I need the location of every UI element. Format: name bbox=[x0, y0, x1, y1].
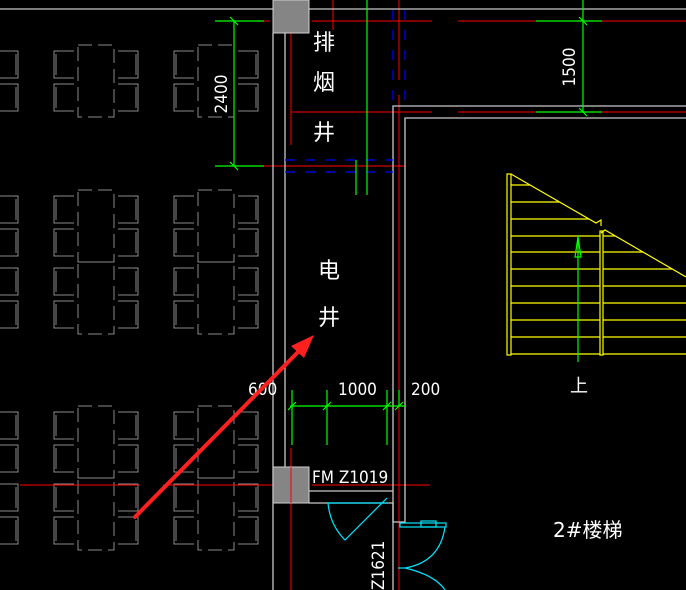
dim-1500: 1500 bbox=[560, 48, 580, 87]
chair bbox=[0, 411, 19, 440]
chair bbox=[0, 516, 19, 545]
chair bbox=[118, 50, 139, 79]
doors bbox=[327, 497, 447, 590]
chair bbox=[118, 195, 139, 224]
chair bbox=[53, 300, 74, 329]
chair bbox=[173, 267, 194, 296]
table bbox=[77, 477, 115, 551]
table bbox=[77, 261, 115, 335]
chair bbox=[173, 411, 194, 440]
chair bbox=[0, 483, 19, 512]
table bbox=[197, 189, 235, 263]
stair-up-arrow bbox=[574, 236, 582, 362]
label-char: 电 bbox=[318, 259, 340, 284]
door-label-fm: FM Z1019 bbox=[312, 468, 388, 488]
chair bbox=[0, 267, 19, 296]
chair bbox=[173, 83, 194, 112]
chair bbox=[53, 83, 74, 112]
table bbox=[197, 405, 235, 479]
label-char: 排 bbox=[313, 31, 335, 56]
chair bbox=[0, 195, 19, 224]
chair bbox=[173, 483, 194, 512]
dim-200: 200 bbox=[411, 380, 440, 400]
chair bbox=[173, 50, 194, 79]
chair bbox=[118, 228, 139, 257]
dimension-lines bbox=[215, 0, 602, 445]
stair-2 bbox=[506, 173, 686, 356]
door-label-z1621: Z1621 bbox=[369, 541, 389, 590]
smoke-shaft-label: 排 烟 井 bbox=[313, 31, 335, 146]
chair bbox=[238, 195, 259, 224]
chair bbox=[238, 483, 259, 512]
chair bbox=[0, 228, 19, 257]
chair bbox=[53, 483, 74, 512]
chair bbox=[118, 483, 139, 512]
chair bbox=[173, 228, 194, 257]
chair bbox=[0, 83, 19, 112]
chair bbox=[238, 267, 259, 296]
chair bbox=[238, 83, 259, 112]
table bbox=[77, 189, 115, 263]
chair bbox=[53, 411, 74, 440]
dim-2400: 2400 bbox=[212, 75, 232, 114]
chair bbox=[238, 516, 259, 545]
label-char: 井 bbox=[313, 121, 335, 146]
chair bbox=[53, 195, 74, 224]
stair-up-label: 上 bbox=[570, 376, 588, 397]
chair bbox=[238, 228, 259, 257]
chair bbox=[173, 195, 194, 224]
chair bbox=[0, 300, 19, 329]
label-char: 井 bbox=[318, 306, 340, 331]
chair bbox=[238, 50, 259, 79]
walls bbox=[0, 8, 686, 590]
stair-name-label: 2#楼梯 bbox=[553, 518, 622, 542]
pipe-lines bbox=[285, 10, 406, 173]
table bbox=[197, 261, 235, 335]
chair bbox=[118, 411, 139, 440]
table bbox=[197, 477, 235, 551]
chair bbox=[173, 516, 194, 545]
chair bbox=[238, 444, 259, 473]
electrical-shaft-label: 电 井 bbox=[318, 259, 340, 331]
chair bbox=[53, 516, 74, 545]
chair bbox=[173, 300, 194, 329]
chair bbox=[0, 50, 19, 79]
table bbox=[77, 405, 115, 479]
chair bbox=[53, 444, 74, 473]
label-char: 烟 bbox=[313, 71, 335, 96]
chair bbox=[238, 300, 259, 329]
chair bbox=[0, 444, 19, 473]
chair bbox=[118, 83, 139, 112]
annotation-arrow bbox=[133, 335, 314, 519]
chair bbox=[53, 50, 74, 79]
table bbox=[77, 44, 115, 118]
dim-1000: 1000 bbox=[338, 380, 377, 400]
chair bbox=[173, 444, 194, 473]
column-top bbox=[272, 0, 310, 34]
chair bbox=[238, 411, 259, 440]
chair bbox=[118, 267, 139, 296]
furniture-layer bbox=[0, 44, 259, 551]
chair bbox=[53, 228, 74, 257]
chair bbox=[118, 516, 139, 545]
chair bbox=[118, 444, 139, 473]
chair bbox=[53, 267, 74, 296]
chair bbox=[118, 300, 139, 329]
